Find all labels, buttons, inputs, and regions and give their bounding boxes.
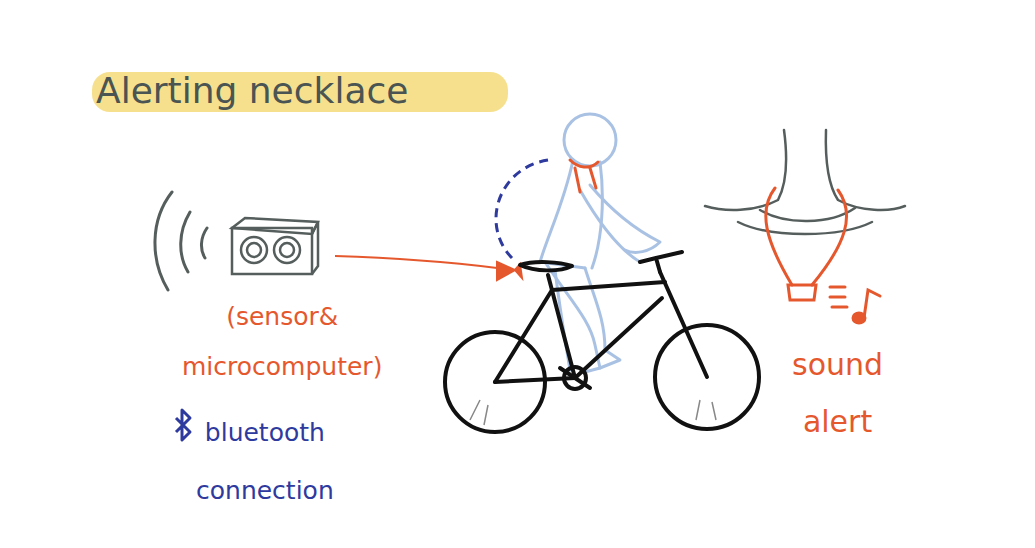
rider [540, 114, 660, 372]
neck-closeup [705, 130, 905, 234]
annotation-label: bluetooth connection [196, 404, 334, 519]
signal-waves [155, 192, 207, 290]
sensor-device [232, 218, 318, 274]
necklace-on-rider [570, 160, 598, 192]
bicycle [445, 252, 759, 432]
bluetooth-link [496, 160, 548, 258]
annotation-label: sound alert [792, 336, 883, 450]
spokes [470, 400, 716, 425]
leader-line [335, 256, 497, 268]
bluetooth-icon [176, 410, 190, 440]
sound-symbol [830, 287, 880, 323]
diagram-title: Alerting necklace [96, 70, 408, 111]
necklace [766, 188, 847, 300]
annotation-label: (sensor& microcomputer) [182, 292, 382, 392]
